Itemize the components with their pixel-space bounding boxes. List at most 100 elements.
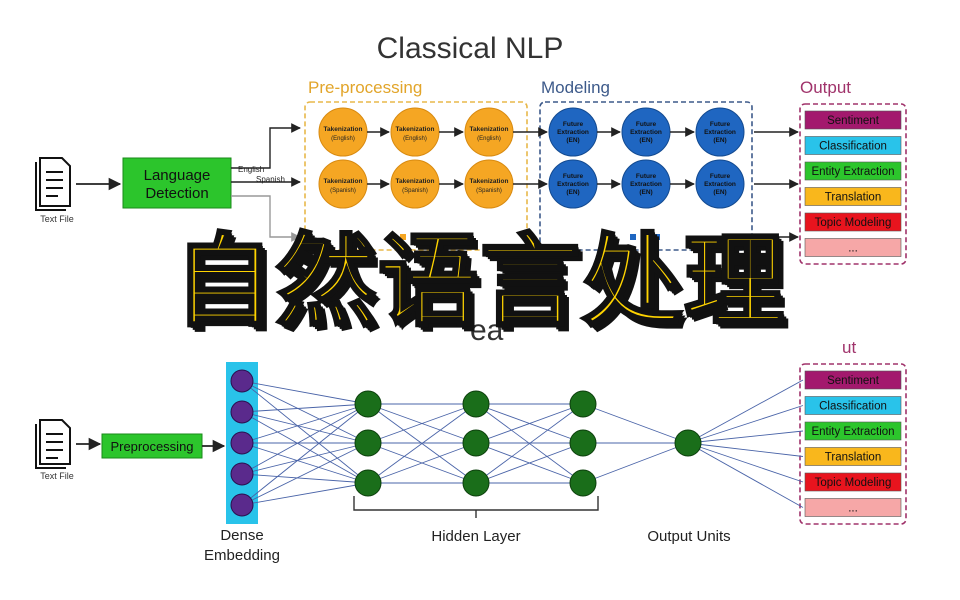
output-label: Output [800,78,851,97]
lower-output-frame [799,363,907,525]
tokenization-node-lang: (English) [331,136,355,142]
deep-output-box [804,421,902,441]
classical-output-label: Entity Extraction [811,166,894,178]
feature-node-line2: Extraction [630,181,662,188]
feature-node-line3: (EN) [639,137,652,144]
feature-node-line1: Future [636,173,657,180]
tokenization-node-lang: (English) [477,136,501,142]
feature-node-line3: (EN) [713,189,726,196]
deep-output-box [804,396,902,415]
classical-output-box [804,212,902,232]
tokenization-node-title: Takenization [470,126,509,133]
feature-node-line2: Extraction [557,181,589,188]
feature-node-line3: (EN) [566,137,579,144]
lower-file-icon [35,419,71,469]
deep-output-label: ... [848,503,858,515]
tokenization-node-title: Takenization [324,178,363,185]
feature-node-line3: (EN) [566,189,579,196]
language-detection-line2: Detection [145,185,208,202]
language-detection-box [122,157,232,209]
deep-output-box [804,498,902,517]
branch-english-label: English [238,165,264,174]
preprocessing-frame [304,101,528,251]
deep-output-label: Classification [819,401,887,413]
embedding-node [230,431,254,455]
hidden-layer-node [354,390,382,418]
feature-node-line1: Future [710,121,731,128]
feature-node-line2: Extraction [557,129,589,136]
lower-preprocessing-label: Preprocessing [110,439,193,454]
language-detection-line1: Language [144,167,211,184]
deep-output-label: Entity Extraction [811,426,894,438]
modeling-more-dots [630,234,660,240]
feature-extraction-node [695,107,745,157]
tokenization-node-lang: (Spanish) [476,188,502,194]
classical-output-box [804,187,902,206]
hidden-layer-node [462,390,490,418]
overlay-title-chinese: 自然语言处理 [173,223,786,340]
classical-output-box [804,136,902,155]
deep-output-label: Topic Modeling [815,477,892,489]
tokenization-node-title: Takenization [470,178,509,185]
classical-output-label: Translation [825,192,881,204]
embedding-node [230,493,254,517]
embedding-node [230,462,254,486]
embedding-node [230,400,254,424]
classical-output-box [804,161,902,181]
deep-output-box [804,370,902,390]
lower-output-label-fragment: ut [842,338,856,357]
embedding-node [230,369,254,393]
feature-node-line3: (EN) [639,189,652,196]
tokenization-node-lang: (Spanish) [402,188,428,194]
lower-preprocessing-box [101,433,203,459]
modeling-frame [539,101,753,251]
feature-node-line1: Future [563,173,584,180]
diagram-title: Classical NLP [377,32,564,65]
tokenization-node-title: Takenization [396,178,435,185]
feature-node-line2: Extraction [630,129,662,136]
dense-embedding-line2: Embedding [204,547,280,564]
hidden-layer-node [462,469,490,497]
classical-output-label: ... [848,243,858,255]
output-frame [799,103,907,265]
classical-output-label: Sentiment [827,115,880,127]
feature-node-line1: Future [563,121,584,128]
hidden-layer-node [569,429,597,457]
lower-title-fragment: ea [470,314,504,347]
feature-node-line1: Future [710,173,731,180]
tokenization-node-lang: (English) [403,136,427,142]
tokenization-node-lang: (Spanish) [330,188,356,194]
lower-file-label: Text File [40,471,74,481]
tokenization-node-title: Takenization [324,126,363,133]
dense-embedding-line1: Dense [220,527,263,544]
file-label: Text File [40,214,74,224]
feature-extraction-node [695,159,745,209]
feature-node-line1: Future [636,121,657,128]
tokenization-node-title: Takenization [396,126,435,133]
feature-node-line2: Extraction [704,129,736,136]
deep-output-label: Sentiment [827,375,880,387]
output-units-label: Output Units [647,528,730,545]
hidden-layer-node [354,469,382,497]
hidden-layer-brace [353,496,599,511]
branch-spanish-label: Spanish [256,175,285,184]
hidden-layer-label: Hidden Layer [431,528,520,545]
feature-node-line3: (EN) [713,137,726,144]
classical-output-label: Topic Modeling [815,217,892,229]
preprocessing-label: Pre-processing [308,78,422,97]
hidden-layer-node [354,429,382,457]
classical-output-box [804,238,902,257]
feature-node-line2: Extraction [704,181,736,188]
hidden-layer-node [569,390,597,418]
file-icon [35,157,71,211]
modeling-label: Modeling [541,78,610,97]
preprocessing-more-dots [400,234,430,240]
output-unit-node [674,429,702,457]
classical-output-label: Classification [819,141,887,153]
deep-output-box [804,447,902,466]
classical-output-box [804,110,902,130]
hidden-layer-node [462,429,490,457]
deep-output-box [804,472,902,492]
